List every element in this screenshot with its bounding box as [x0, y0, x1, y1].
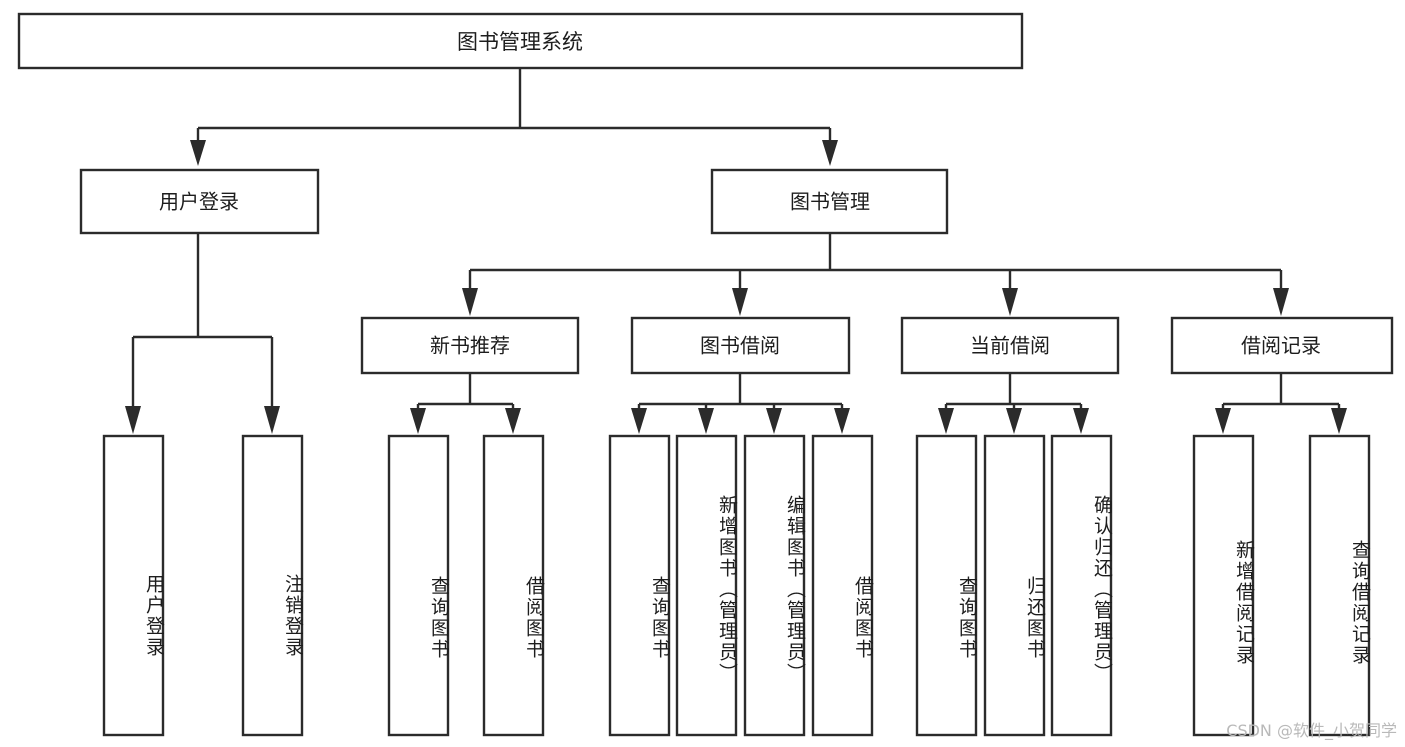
arrow-head-book-manage	[822, 140, 838, 166]
arrow-head-borrow-record	[1273, 288, 1289, 316]
arrow-head-leaf-query-record	[1331, 408, 1347, 434]
arrow-head-leaf-query-book-3	[938, 408, 954, 434]
connector-group-user-login	[125, 233, 280, 434]
node-root-label: 图书管理系统	[457, 30, 583, 54]
leaf-box-query-book-2[interactable]	[608, 434, 671, 737]
leaf-box-return-book[interactable]	[983, 434, 1046, 737]
connector-group-book-manage	[462, 232, 1289, 316]
node-current-borrow-label: 当前借阅	[970, 334, 1050, 358]
connector-group-root	[190, 68, 838, 166]
arrow-head-leaf-borrow-book-1	[505, 408, 521, 434]
leaf-box-confirm-return[interactable]	[1050, 434, 1113, 737]
arrow-head-book-borrow	[732, 288, 748, 316]
leaf-boxes	[102, 434, 1371, 737]
arrow-head-leaf-add-book	[698, 408, 714, 434]
node-user-login-box[interactable]	[79, 168, 320, 235]
leaf-box-add-book[interactable]	[675, 434, 738, 737]
connector-group-current-borrow	[938, 372, 1089, 434]
node-current-borrow-box[interactable]	[900, 316, 1120, 375]
arrow-head-leaf-query-book-1	[410, 408, 426, 434]
node-book-borrow-label: 图书借阅	[700, 334, 780, 358]
leaf-box-borrow-book-2[interactable]	[811, 434, 874, 737]
arrow-head-leaf-user-logout	[264, 406, 280, 434]
connector-group-new-book-recommend	[410, 372, 521, 434]
arrow-head-new-book-recommend	[462, 288, 478, 316]
node-root[interactable]: 图书管理系统	[17, 12, 1024, 70]
leaf-box-edit-book[interactable]	[743, 434, 806, 737]
node-new-book-recommend-label: 新书推荐	[430, 334, 510, 358]
node-book-manage-label: 图书管理	[790, 190, 870, 214]
arrow-head-leaf-confirm-return	[1073, 408, 1089, 434]
node-book-borrow-box[interactable]	[630, 316, 851, 375]
node-current-borrow[interactable]: 当前借阅	[900, 316, 1120, 375]
arrow-head-leaf-query-book-2	[631, 408, 647, 434]
leaf-box-query-book-3[interactable]	[915, 434, 978, 737]
leaf-box-query-record[interactable]	[1308, 434, 1371, 737]
node-borrow-record[interactable]: 借阅记录	[1170, 316, 1394, 375]
node-book-manage[interactable]: 图书管理	[710, 168, 949, 235]
arrow-head-leaf-user-login	[125, 406, 141, 434]
watermark-text: CSDN @软件_小贺同学	[1226, 721, 1397, 740]
arrow-head-leaf-edit-book	[766, 408, 782, 434]
connector-group-book-borrow	[631, 372, 850, 434]
node-new-book-recommend-box[interactable]	[360, 316, 580, 375]
arrow-head-leaf-add-record	[1215, 408, 1231, 434]
node-book-borrow[interactable]: 图书借阅	[630, 316, 851, 375]
leaf-box-user-logout[interactable]	[241, 434, 304, 737]
arrow-head-current-borrow	[1002, 288, 1018, 316]
node-user-login[interactable]: 用户登录	[79, 168, 320, 235]
leaf-box-user-login[interactable]	[102, 434, 165, 737]
leaf-box-add-record[interactable]	[1192, 434, 1255, 737]
node-root-box[interactable]	[17, 12, 1024, 70]
connector-group-borrow-record	[1215, 372, 1347, 434]
node-borrow-record-label: 借阅记录	[1241, 334, 1321, 358]
leaf-box-borrow-book-1[interactable]	[482, 434, 545, 737]
leaf-box-query-book-1[interactable]	[387, 434, 450, 737]
node-book-manage-box[interactable]	[710, 168, 949, 235]
arrow-head-leaf-borrow-book-2	[834, 408, 850, 434]
node-borrow-record-box[interactable]	[1170, 316, 1394, 375]
node-user-login-label: 用户登录	[159, 190, 239, 214]
arrow-head-leaf-return-book	[1006, 408, 1022, 434]
arrow-head-user-login	[190, 140, 206, 166]
node-new-book-recommend[interactable]: 新书推荐	[360, 316, 580, 375]
